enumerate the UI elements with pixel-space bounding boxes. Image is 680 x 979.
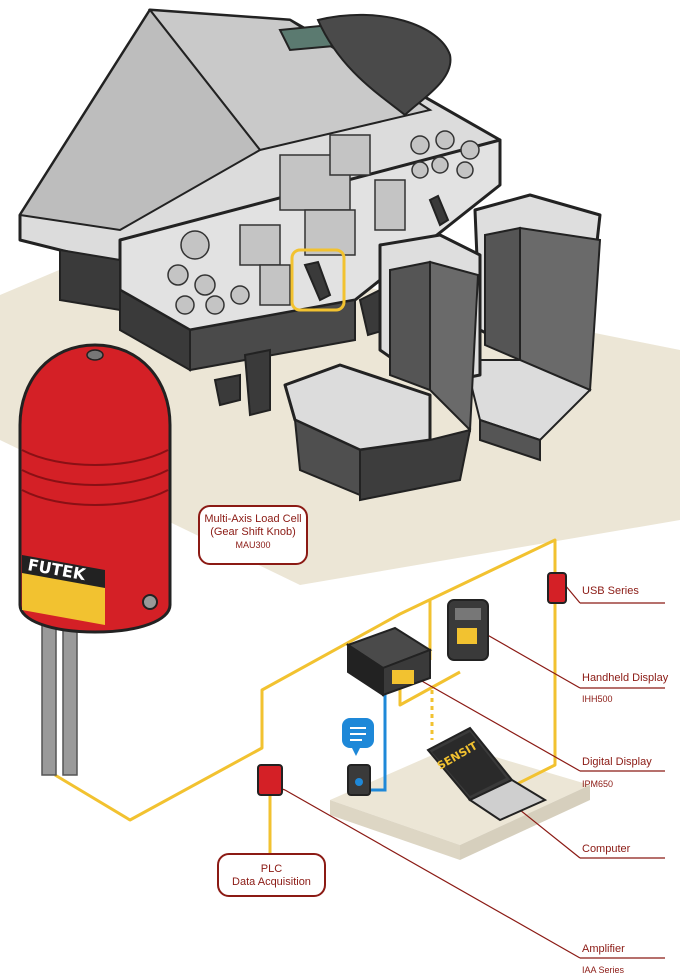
simulator-seat-front <box>283 233 482 502</box>
label-usb-series: USB Series <box>582 585 639 597</box>
label-digital-model: IPM650 <box>582 779 614 789</box>
digital-display-icon <box>345 626 433 697</box>
amplifier-icon <box>257 764 283 796</box>
callout-load-cell-line1: Multi-Axis Load Cell <box>204 513 302 525</box>
callout-load-cell: Multi-Axis Load Cell (Gear Shift Knob) M… <box>198 505 308 565</box>
callout-load-cell-line2: (Gear Shift Knob) <box>210 526 296 538</box>
computer-platform <box>330 745 590 845</box>
cockpit-dashboard <box>18 8 502 372</box>
blue-cable <box>370 665 387 792</box>
gear-shift-highlight-icon <box>290 248 346 312</box>
label-digital-display: Digital Display <box>582 756 652 768</box>
load-cell-futek <box>18 343 172 776</box>
handheld-display-icon <box>447 599 489 661</box>
label-handheld-model: IHH500 <box>582 694 613 704</box>
usb-device-icon <box>547 572 567 604</box>
callout-plc-line2: Data Acquisition <box>232 876 311 888</box>
wireless-bubble-icon <box>342 718 374 796</box>
callout-load-cell-model: MAU300 <box>235 540 271 550</box>
laptop-computer-icon <box>426 726 548 822</box>
label-computer: Computer <box>582 843 631 855</box>
simulator-seat-rear <box>463 193 602 462</box>
label-amplifier: Amplifier <box>582 943 625 955</box>
label-amplifier-model: IAA Series <box>582 965 625 975</box>
callout-plc: PLC Data Acquisition <box>217 853 326 897</box>
callout-plc-line1: PLC <box>260 863 283 875</box>
label-handheld-display: Handheld Display <box>582 672 669 684</box>
